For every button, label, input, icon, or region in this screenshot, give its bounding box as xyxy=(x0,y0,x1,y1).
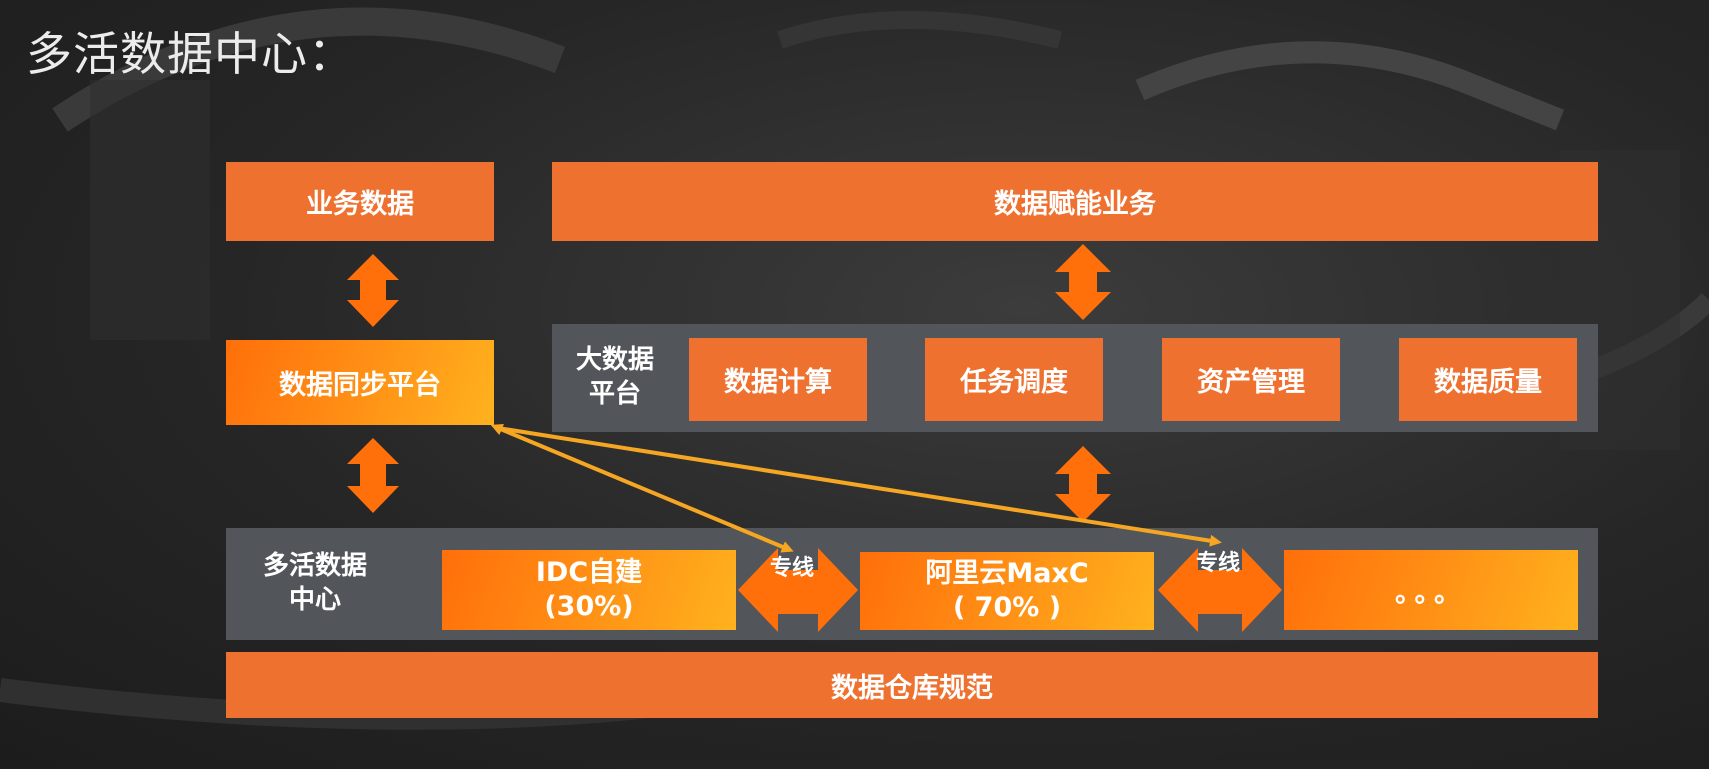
multi-dc-label-line2: 中心 xyxy=(288,584,341,615)
module-task-scheduling: 任务调度 xyxy=(925,338,1103,421)
idc-self-built-box: IDC自建 (30%) xyxy=(442,550,736,630)
bigdata-platform-label-line2: 平台 xyxy=(588,378,641,409)
module-data-compute: 数据计算 xyxy=(689,338,867,421)
dedicated-line-label-1: 专线 xyxy=(770,556,815,581)
aliyun-line2: ( 70% ) xyxy=(952,592,1062,623)
idc-line2: (30%) xyxy=(544,591,634,622)
multi-dc-label-line1: 多活数据 xyxy=(262,551,367,581)
dedicated-line-label-2: 专线 xyxy=(1196,551,1241,576)
data-empower-business-box: 数据赋能业务 xyxy=(552,162,1598,241)
warehouse-spec-box: 数据仓库规范 xyxy=(226,652,1598,718)
page-title: 多活数据中心： xyxy=(26,27,355,81)
bigdata-platform-label: 大数据 平台 xyxy=(560,344,670,412)
bigdata-platform-label-line1: 大数据 xyxy=(575,345,654,375)
aliyun-maxc-box: 阿里云MaxC ( 70% ) xyxy=(860,552,1154,630)
aliyun-line1: 阿里云MaxC xyxy=(925,558,1089,590)
module-data-quality: 数据质量 xyxy=(1399,338,1577,421)
business-data-box: 业务数据 xyxy=(226,162,494,241)
data-sync-platform-box: 数据同步平台 xyxy=(226,340,494,425)
module-asset-management: 资产管理 xyxy=(1162,338,1340,421)
multi-dc-label: 多活数据 中心 xyxy=(240,550,390,618)
more-dc-box: 。。。 xyxy=(1284,550,1578,630)
idc-line1: IDC自建 xyxy=(535,557,643,589)
